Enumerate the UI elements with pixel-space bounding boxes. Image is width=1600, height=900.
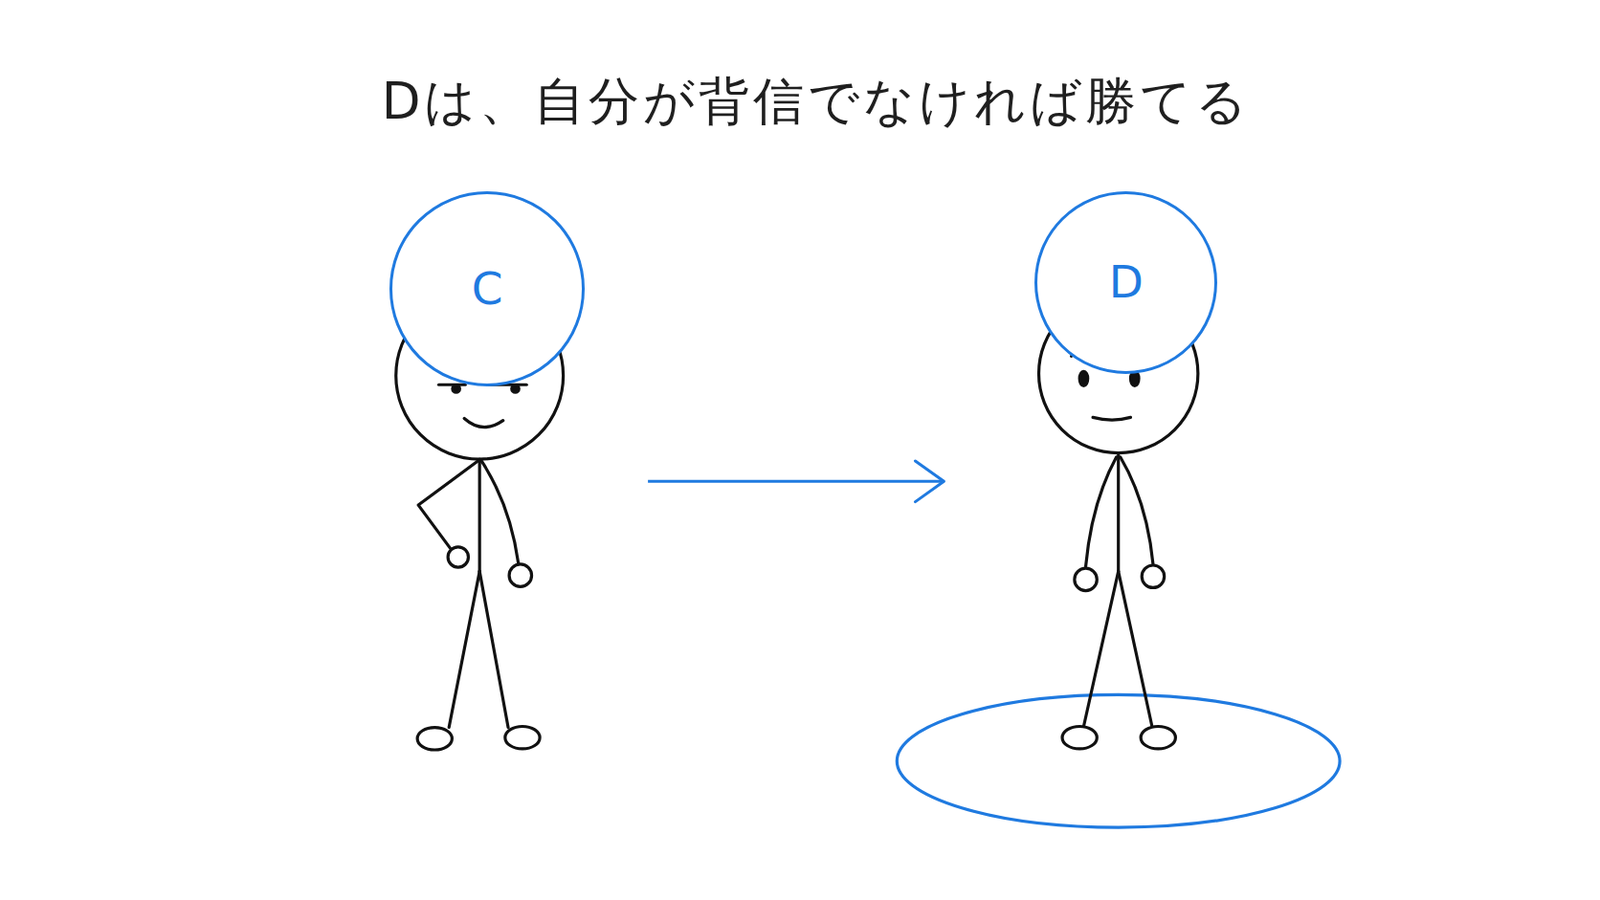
ground-ellipse	[896, 694, 1340, 828]
circled-letter: C	[389, 191, 585, 387]
arrow-shaft	[647, 480, 944, 484]
figure-node: D	[1034, 191, 1202, 758]
arrow-connector	[647, 461, 944, 503]
title: Dは、自分が背信でなければ勝てる	[381, 67, 1252, 137]
circled-letter: D	[1034, 191, 1218, 375]
figure-node: C	[389, 191, 570, 758]
arrow-head	[914, 461, 944, 503]
